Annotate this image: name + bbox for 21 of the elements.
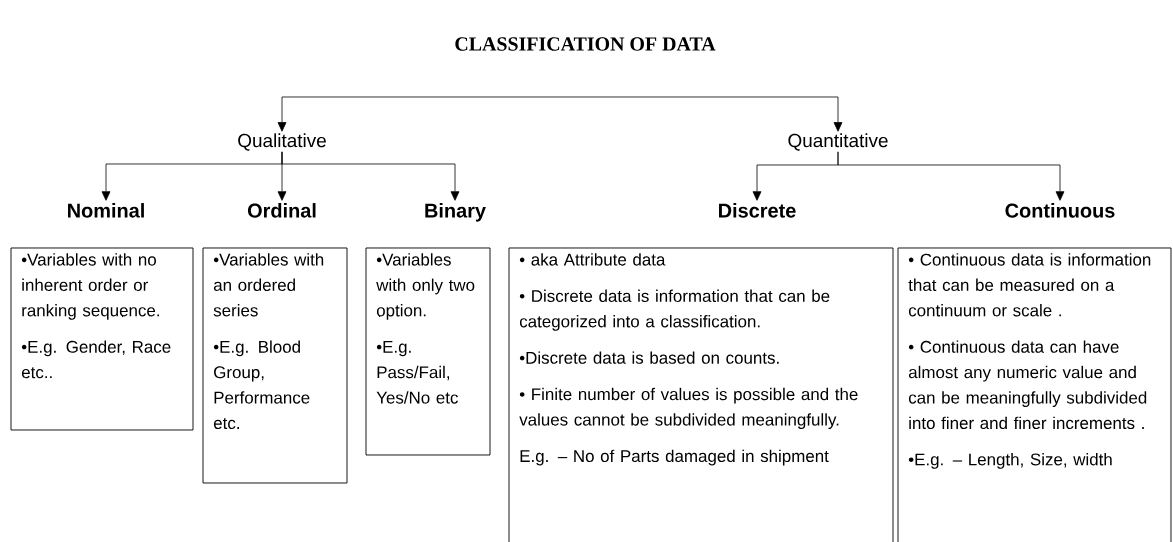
connector-arrow — [281, 151, 460, 201]
category-heading: Continuous — [1005, 203, 1115, 218]
group-label: Quantitative — [788, 133, 888, 151]
connector-arrow — [837, 151, 1065, 201]
description-box: •Variables with an ordered series •E.g. Blood Group, Performance etc. — [202, 247, 348, 484]
description-box: • aka Attribute data • Discrete data is information that can be categorized into a classification. •Discrete data is based on counts. • Finite number of values is possible and the values cannot be subdivided meaningfully. E.g. – No of Parts damaged in shipment — [508, 247, 894, 542]
title: CLASSIFICATION OF DATA — [455, 37, 716, 51]
category-heading: Discrete — [719, 203, 796, 218]
node-label: E.g. – No of Parts damaged in shipment — [520, 449, 829, 466]
node-label: • aka Attribute data — [519, 253, 666, 266]
node-label: •Discrete data is based on counts. — [519, 351, 779, 364]
description-box: •Variables with no inherent order or ranking sequence. •E.g. Gender, Race etc.. — [10, 247, 194, 431]
connector-arrow — [277, 96, 843, 132]
category-heading: Ordinal — [247, 203, 316, 218]
group-label: Qualitative — [238, 133, 326, 151]
category-heading: Binary — [425, 203, 486, 222]
node-label: • Finite number of values is possible and the values cannot be subdivided meaningfully. — [519, 387, 858, 429]
description-box: •Variables with only two option. •E.g. Pass/Fail, Yes/No etc — [365, 247, 491, 456]
node-label: • Discrete data is information that can be categorized into a classification. — [519, 289, 830, 331]
description-box: • Continuous data is information that can be measured on a continuum or scale . • Continuous data can have almost any numeric value and can be meaningfully subdivided into finer and finer increments . •E.g. – Length, Size, width — [897, 247, 1172, 542]
category-heading: Nominal — [68, 203, 144, 218]
